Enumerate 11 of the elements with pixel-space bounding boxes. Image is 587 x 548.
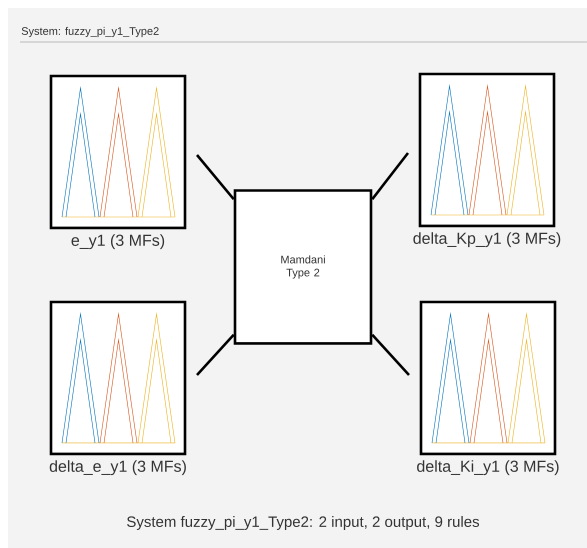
system-box: Mamdani Type 2 [234,189,372,345]
diagram-title: System: fuzzy_pi_y1_Type2 [22,26,159,38]
variable-label: delta_Ki_y1 (3 MFs) [417,460,559,476]
connector-line [196,334,235,376]
variable-label: delta_e_y1 (3 MFs) [50,460,186,476]
variable-label: e_y1 (3 MFs) [72,234,164,250]
caption: System fuzzy_pi_y1_Type2: 2 input, 2 output, 9 rules [127,516,480,530]
connector-line [196,154,235,200]
connector-line [371,334,410,376]
variable-label: delta_Kp_y1 (3 MFs) [413,232,560,248]
connector-line [371,152,410,200]
